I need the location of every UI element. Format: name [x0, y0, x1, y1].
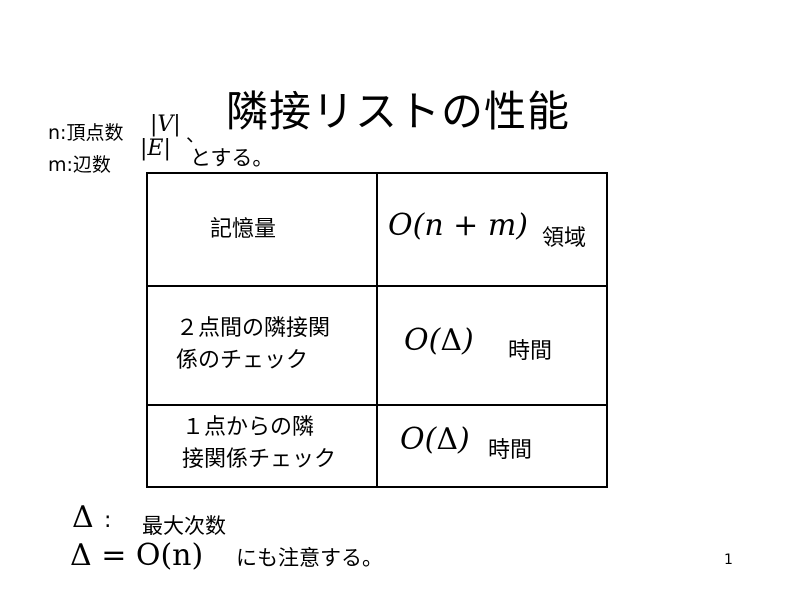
row-label-line: 接関係チェック: [182, 447, 337, 472]
delta-colon: :: [104, 508, 112, 533]
definition-m-label: m:辺数: [48, 154, 111, 176]
slide-title: 隣接リストの性能: [226, 87, 571, 136]
table-cell-label: ２点間の隣接関 係のチェック: [146, 285, 378, 406]
table-cell-complexity: O(n + m) 領域: [376, 172, 608, 287]
delta-definition: 最大次数: [142, 514, 226, 538]
row-label-line: ２点間の隣接関: [176, 316, 331, 341]
complexity-variable: n + m: [424, 208, 517, 243]
table-cell-label: 記憶量: [146, 172, 378, 287]
row-label-neighbor-check: １点からの隣 接関係チェック: [182, 412, 336, 476]
complexity-math: O(n + m): [388, 208, 528, 243]
complexity-variable: Δ: [440, 323, 462, 358]
complexity-variable: Δ: [436, 422, 458, 457]
row-label-line: 係のチェック: [176, 348, 309, 373]
complexity-unit: 時間: [508, 339, 553, 364]
table-cell-complexity: O(Δ) 時間: [376, 404, 608, 488]
table-cell-complexity: O(Δ) 時間: [376, 285, 608, 406]
note-text: にも注意する。: [236, 546, 383, 570]
definition-suffix: とする。: [190, 146, 274, 170]
row-label-pair-check: ２点間の隣接関 係のチェック: [176, 313, 330, 377]
definition-n-label: n:頂点数: [48, 122, 124, 144]
vertex-count-math: |V|: [150, 112, 181, 137]
delta-symbol: Δ: [72, 500, 94, 535]
complexity-suffix: ): [461, 323, 474, 358]
delta-equation: Δ = O(n): [70, 538, 204, 573]
definition-separator: 、: [186, 124, 206, 146]
performance-table: 記憶量 O(n + m) 領域 ２点間の隣接関 係のチェック O(Δ) 時間 １…: [146, 172, 608, 488]
edge-count-math: |E|: [140, 136, 171, 161]
complexity-math: O(Δ): [400, 422, 470, 457]
complexity-prefix: O(: [404, 323, 441, 358]
table-cell-label: １点からの隣 接関係チェック: [146, 404, 378, 488]
row-label-line: 記憶量: [210, 217, 277, 242]
row-label-line: １点からの隣: [182, 415, 315, 440]
complexity-prefix: O(: [388, 208, 425, 243]
page-number: 1: [724, 552, 733, 568]
table-row: ２点間の隣接関 係のチェック O(Δ) 時間: [146, 285, 608, 406]
complexity-math: O(Δ): [404, 323, 474, 358]
complexity-unit: 領域: [542, 226, 587, 251]
complexity-suffix: ): [457, 422, 470, 457]
table-row: １点からの隣 接関係チェック O(Δ) 時間: [146, 404, 608, 488]
complexity-unit: 時間: [488, 438, 533, 463]
complexity-prefix: O(: [400, 422, 437, 457]
table-row: 記憶量 O(n + m) 領域: [146, 172, 608, 287]
row-label-storage: 記憶量: [210, 214, 276, 246]
complexity-suffix: ): [516, 208, 529, 243]
